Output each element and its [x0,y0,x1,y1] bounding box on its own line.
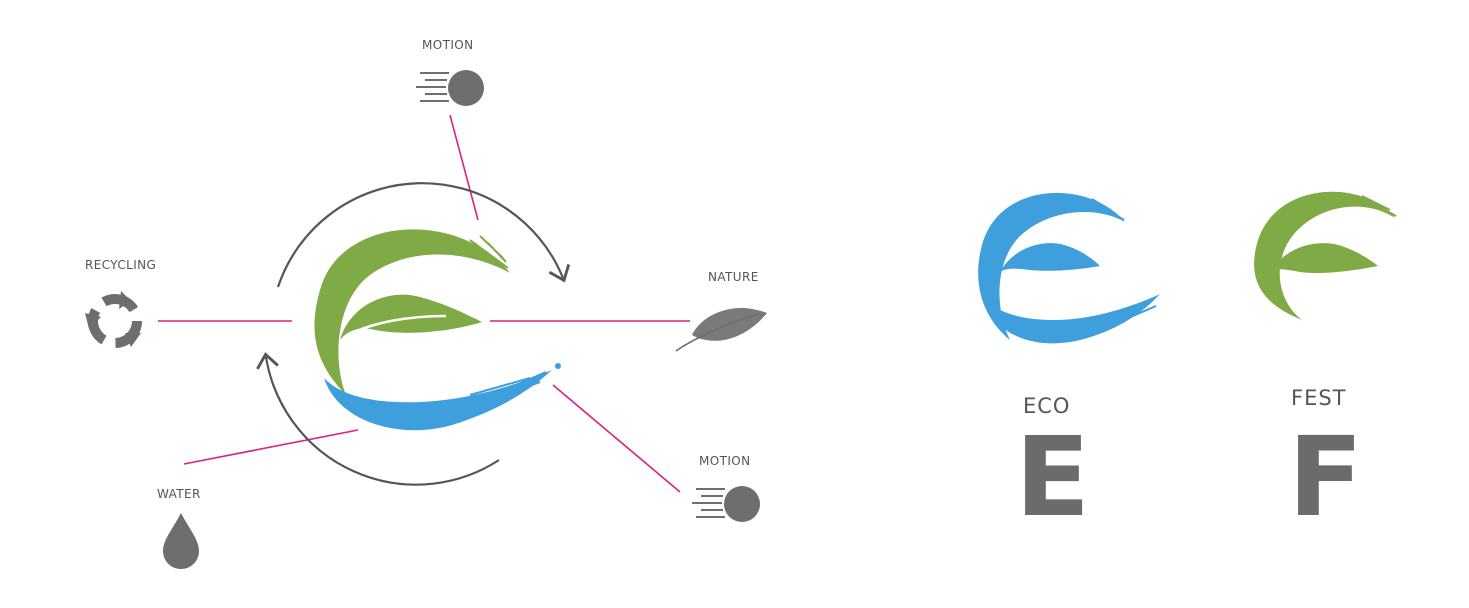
leaf-stem [675,312,761,352]
label-nature: NATURE [708,270,759,284]
green-crescent [314,229,510,395]
motion-ball-icon [416,70,484,106]
blue-crescent-brush [1091,198,1125,221]
letter-f: F [1288,413,1364,541]
motion-streaks [692,488,725,518]
recycling-arrows-icon [85,291,142,348]
green-crescent-brush [469,235,509,269]
blue-swoosh-brush-lower [1099,299,1157,327]
motion-streaks [416,72,449,102]
label-motion-right: MOTION [699,454,751,468]
green-crescent-small [1254,191,1395,320]
blue-leaf [1000,243,1100,272]
connector-lines [158,114,690,493]
blue-eco-mark [978,192,1160,344]
green-crescent-small-brush [1361,195,1397,217]
leaf-vein [345,314,447,338]
central-eco-logo [314,229,561,431]
blue-swoosh-lower [985,294,1160,344]
motion-ball [448,70,484,106]
motion-ball-icon [692,486,760,522]
letter-e: E [1015,413,1091,541]
green-leaf-small [1272,243,1378,274]
label-recycling: RECYCLING [85,258,157,272]
water-drop-icon [163,513,199,569]
blue-swoosh-brush [469,371,547,405]
blue-crescent [978,192,1125,340]
connector-motion-top [449,114,479,221]
circular-arrows-icon [256,182,571,486]
connector-water [183,429,359,465]
motion-ball [724,486,760,522]
wordmark-fest: FEST [1291,386,1347,410]
label-water: WATER [157,487,201,501]
green-fest-mark [1254,191,1397,320]
label-motion-top: MOTION [422,38,474,52]
wordmark-eco: ECO [1023,394,1071,418]
connector-motion-right [552,384,681,493]
cycle-arrow-lower [256,352,500,486]
blue-splash-dot [555,363,561,369]
blue-swoosh [324,370,552,431]
leaf-icon [675,307,767,352]
cycle-arrow-upper [276,182,571,288]
